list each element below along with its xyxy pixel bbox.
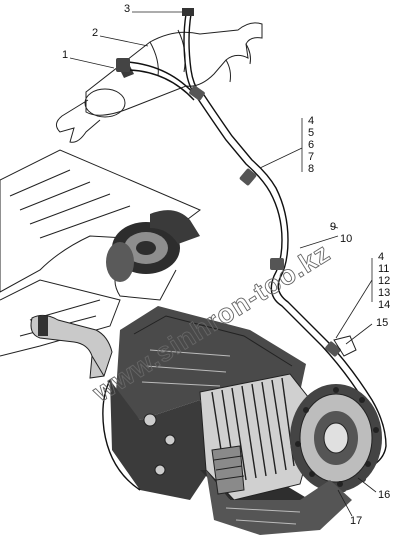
callout-group-b-item: 13 <box>378 287 390 299</box>
callout-3: 3 <box>124 3 130 15</box>
transmission <box>102 306 382 535</box>
callout-1: 1 <box>62 49 68 61</box>
connector-3-fitting <box>182 8 194 16</box>
callout-labels: 1 2 3 4 5 6 7 8 9 10 4 11 12 13 14 15 16… <box>62 3 390 527</box>
callout-group-b-item: 14 <box>378 299 390 311</box>
engine-block <box>0 149 201 379</box>
callout-group-b-item: 12 <box>378 275 390 287</box>
callout-15: 15 <box>376 317 388 329</box>
callout-group-b-item: 4 <box>378 251 384 263</box>
pipe-clamp <box>239 168 257 186</box>
callout-group-a-item: 7 <box>308 151 314 163</box>
callout-group-b-item: 11 <box>378 263 389 275</box>
callout-group-a-item: 5 <box>308 127 314 139</box>
callout-group-a-item: 8 <box>308 163 314 175</box>
bracket-15 <box>333 335 357 357</box>
callout-2: 2 <box>92 27 98 39</box>
callout-10: 10 <box>340 233 352 245</box>
pipe-clamp <box>325 341 341 357</box>
callout-17: 17 <box>350 515 362 527</box>
callout-9: 9 <box>330 221 336 233</box>
callout-group-a-item: 6 <box>308 139 314 151</box>
callout-16: 16 <box>378 489 390 501</box>
air-cleaner <box>56 22 263 143</box>
leader-lines <box>69 11 377 517</box>
pipe-clamp <box>270 258 284 270</box>
hose-clamp-1 <box>116 58 130 72</box>
callout-group-a-item: 4 <box>308 115 314 127</box>
pipe-clamp <box>189 85 205 101</box>
